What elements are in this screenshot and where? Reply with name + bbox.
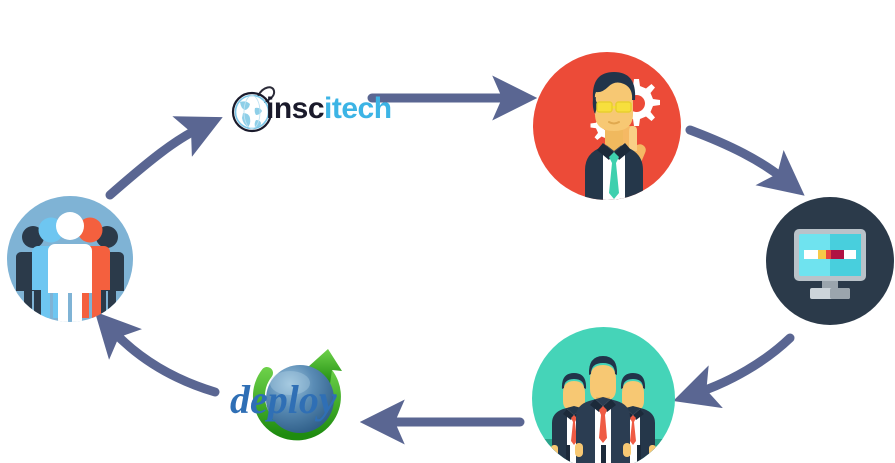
node-monitor[interactable]	[766, 197, 894, 325]
globe-icon	[231, 86, 276, 133]
arrow-monitor-to-team	[673, 333, 795, 409]
consultant-gears-icon	[585, 72, 660, 200]
node-people-group[interactable]	[7, 196, 133, 322]
node-deploy-logo[interactable]: deploy	[228, 343, 363, 448]
inscitech-wordmark-light: itech	[324, 92, 392, 125]
team-member-center	[575, 356, 631, 463]
node-consultant[interactable]	[533, 52, 681, 200]
arrow-deploy-to-people	[94, 311, 220, 397]
monitor-icon	[794, 229, 866, 299]
node-business-team[interactable]	[532, 327, 675, 463]
inscitech-wordmark-dark: insc	[266, 92, 325, 125]
node-inscitech-logo[interactable]: inscitech	[230, 78, 392, 138]
arrow-people-to-inscitech	[105, 116, 223, 200]
business-team-icon	[532, 356, 675, 463]
glasses-icon	[596, 101, 632, 113]
people-group-icon	[16, 212, 124, 322]
deploy-globe-arrow-icon: deploy	[230, 349, 342, 441]
arrow-consultant-to-monitor	[685, 125, 805, 196]
deploy-wordmark: deploy	[230, 377, 337, 422]
